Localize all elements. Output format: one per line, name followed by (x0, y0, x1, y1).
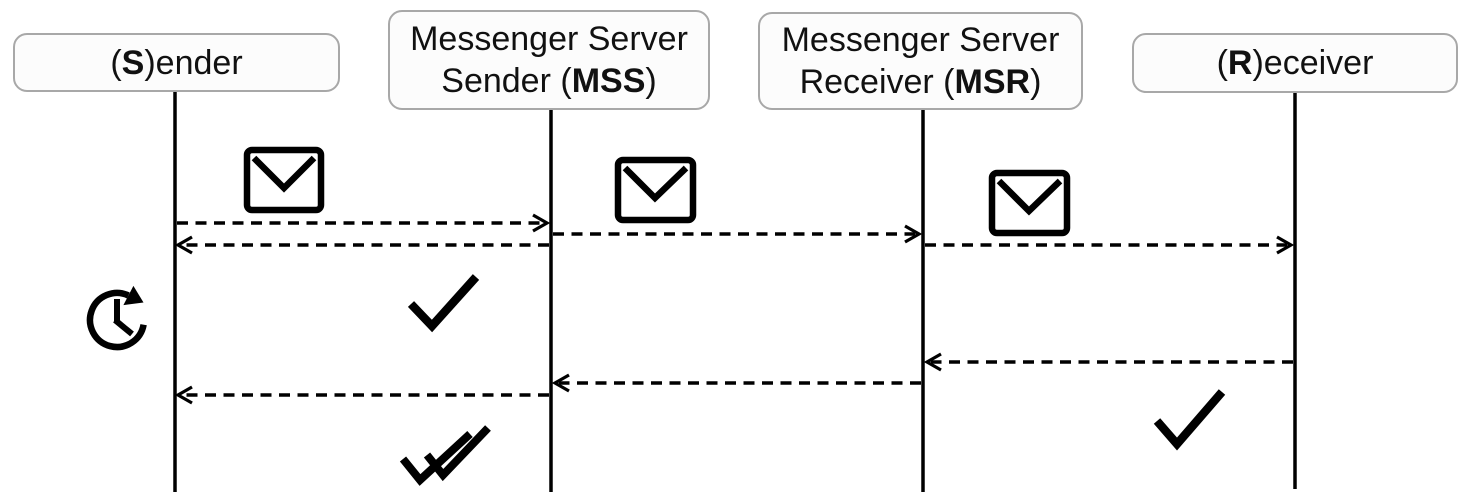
arrowhead-left-icon (174, 385, 193, 405)
actor-label-receiver: (R)eceiver (1216, 44, 1374, 82)
message-arrow-receiver-to-msr-ack (923, 352, 1293, 372)
envelope-icon (614, 156, 697, 224)
actor-label-sender: (S)ender (110, 43, 243, 82)
double-check-icon (399, 425, 491, 486)
envelope-icon (243, 146, 325, 214)
message-arrow-msr-to-receiver (925, 235, 1295, 255)
message-arrow-sender-to-mss (177, 213, 551, 233)
actor-box-messenger-server-sender: Messenger Server Sender (MSS) (388, 10, 710, 110)
message-arrow-mss-to-sender-delivered (174, 385, 549, 405)
arrowhead-right-icon (904, 224, 923, 244)
arrowhead-right-icon (1276, 235, 1295, 255)
arrowhead-left-icon (551, 373, 570, 393)
message-arrow-msr-to-mss-ack (551, 373, 921, 393)
envelope-icon (988, 169, 1071, 237)
arrowhead-right-icon (532, 213, 551, 233)
message-arrow-mss-to-sender-ack (174, 235, 549, 255)
actor-label-messenger-server-receiver: Messenger Server Receiver (MSR) (781, 21, 1060, 101)
arrowhead-left-icon (174, 235, 193, 255)
actor-box-sender: (S)ender (13, 33, 340, 92)
arrowhead-left-icon (923, 352, 942, 372)
message-arrow-mss-to-msr (553, 224, 923, 244)
actor-box-messenger-server-receiver: Messenger Server Receiver (MSR) (758, 12, 1083, 110)
actor-box-receiver: (R)eceiver (1132, 33, 1458, 93)
clock-timer-icon (86, 285, 147, 351)
single-check-icon (407, 274, 480, 333)
single-check-icon (1153, 389, 1226, 451)
actor-label-messenger-server-sender: Messenger Server Sender (MSS) (410, 20, 688, 100)
